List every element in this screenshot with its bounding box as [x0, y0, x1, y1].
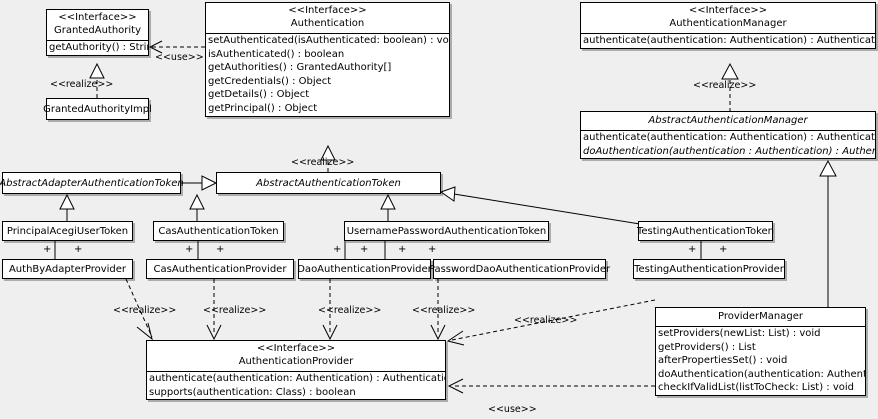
- class-testing-authentication-token[interactable]: TestingAuthenticationToken: [636, 221, 775, 241]
- operation: authenticate(authentication: Authenticat…: [583, 35, 875, 46]
- operation: setAuthenticated(isAuthenticated: boolea…: [208, 35, 449, 46]
- multiplicity-plus: +: [398, 244, 407, 255]
- class-name: DaoAuthenticationProvider: [297, 263, 432, 275]
- class-name: PasswordDaoAuthenticationProvider: [428, 263, 611, 275]
- class-name: TestingAuthenticationToken: [636, 225, 775, 237]
- class-name: ProviderManager: [717, 311, 803, 322]
- label-realize-granted-authority-impl: <<realize>>: [50, 79, 114, 90]
- class-header: <<Interface>> GrantedAuthority: [47, 10, 148, 40]
- class-abstract-authentication-manager[interactable]: AbstractAuthenticationManager authentica…: [580, 111, 876, 160]
- operations-compartment: getAuthority() : String: [47, 40, 148, 55]
- label-use-provider-manager: <<use>>: [488, 404, 537, 415]
- multiplicity-plus: +: [360, 244, 369, 255]
- label-realize-abstract-authentication-token: <<realize>>: [291, 157, 355, 168]
- class-header: <<Interface>> Authentication: [206, 3, 449, 33]
- class-name: CasAuthenticationToken: [158, 225, 279, 237]
- class-cas-authentication-provider[interactable]: CasAuthenticationProvider: [146, 259, 294, 279]
- class-dao-authentication-provider[interactable]: DaoAuthenticationProvider: [297, 259, 432, 279]
- multiplicity-plus: +: [74, 244, 83, 255]
- label-realize-cas-provider: <<realize>>: [203, 305, 267, 316]
- operation: checkIfValidList(listToCheck: List) : vo…: [658, 382, 855, 394]
- class-header: AbstractAuthenticationManager: [581, 112, 875, 130]
- label-use-granted-authority: <<use>>: [155, 52, 204, 63]
- class-name: AuthenticationProvider: [238, 356, 354, 367]
- stereotype-label: <<Interface>>: [58, 12, 137, 23]
- class-principal-acegi-user-token[interactable]: PrincipalAcegiUserToken: [2, 221, 133, 241]
- multiplicity-plus: +: [719, 244, 728, 255]
- operations-compartment: authenticate(authentication: Authenticat…: [581, 33, 875, 48]
- class-provider-manager[interactable]: ProviderManager setProviders(newList: Li…: [655, 307, 866, 396]
- class-name: AuthenticationManager: [669, 18, 787, 29]
- operation: doAuthentication(authentication: Authent…: [658, 368, 865, 380]
- class-name: AbstractAdapterAuthenticationToken: [0, 177, 184, 189]
- class-name: TestingAuthenticationProvider: [634, 263, 784, 275]
- class-password-dao-authentication-provider[interactable]: PasswordDaoAuthenticationProvider: [429, 259, 610, 279]
- multiplicity-plus: +: [43, 244, 52, 255]
- class-granted-authority-impl[interactable]: GrantedAuthorityImpl: [43, 98, 152, 120]
- operation: getAuthorities() : GrantedAuthority[]: [208, 62, 392, 74]
- class-name: Authentication: [290, 18, 365, 29]
- operation: afterPropertiesSet() : void: [658, 355, 788, 367]
- class-name: GrantedAuthority: [53, 25, 142, 36]
- class-name: UsernamePasswordAuthenticationToken: [346, 225, 547, 237]
- stereotype-label: <<Interface>>: [256, 343, 336, 354]
- operation: authenticate(authentication: Authenticat…: [583, 132, 875, 143]
- class-header: <<Interface>> AuthenticationManager: [581, 3, 875, 33]
- operation: doAuthentication(authentication : Authen…: [583, 145, 875, 157]
- label-realize-password-dao-provider: <<realize>>: [412, 305, 476, 316]
- multiplicity-plus: +: [688, 244, 697, 255]
- class-testing-authentication-provider[interactable]: TestingAuthenticationProvider: [633, 259, 785, 279]
- operation: setProviders(newList: List) : void: [658, 328, 821, 339]
- operation: supports(authentication: Class) : boolea…: [149, 386, 356, 398]
- class-authentication[interactable]: <<Interface>> Authentication setAuthenti…: [205, 2, 450, 117]
- class-username-password-authentication-token[interactable]: UsernamePasswordAuthenticationToken: [344, 221, 549, 241]
- class-header: <<Interface>> AuthenticationProvider: [147, 341, 445, 371]
- operation: getProviders() : List: [658, 341, 756, 353]
- operations-compartment: authenticate(authentication: Authenticat…: [581, 130, 875, 158]
- label-realize-auth-by-adapter: <<realize>>: [113, 305, 177, 316]
- class-header: ProviderManager: [656, 308, 865, 326]
- class-name: PrincipalAcegiUserToken: [6, 225, 129, 237]
- multiplicity-plus: +: [333, 244, 342, 255]
- operations-compartment: setProviders(newList: List) : void getPr…: [656, 326, 865, 395]
- operation: getDetails() : Object: [208, 89, 310, 101]
- label-realize-dao-provider: <<realize>>: [318, 305, 382, 316]
- class-cas-authentication-token[interactable]: CasAuthenticationToken: [153, 221, 284, 241]
- class-authentication-provider[interactable]: <<Interface>> AuthenticationProvider aut…: [146, 340, 446, 401]
- operations-compartment: setAuthenticated(isAuthenticated: boolea…: [206, 33, 449, 116]
- operations-compartment: authenticate(authentication: Authenticat…: [147, 371, 445, 399]
- operation: authenticate(authentication: Authenticat…: [149, 373, 445, 384]
- multiplicity-plus: +: [428, 244, 437, 255]
- multiplicity-plus: +: [185, 244, 194, 255]
- class-name: CasAuthenticationProvider: [153, 263, 287, 275]
- stereotype-label: <<Interface>>: [688, 5, 768, 16]
- class-name: AbstractAuthenticationManager: [648, 115, 808, 126]
- class-abstract-adapter-authentication-token[interactable]: AbstractAdapterAuthenticationToken: [0, 172, 184, 194]
- operation: getCredentials() : Object: [208, 75, 332, 87]
- label-realize-provider-manager: <<realize>>: [514, 315, 578, 326]
- class-auth-by-adapter-provider[interactable]: AuthByAdapterProvider: [2, 259, 133, 279]
- class-authentication-manager[interactable]: <<Interface>> AuthenticationManager auth…: [580, 2, 876, 49]
- stereotype-label: <<Interface>>: [288, 5, 367, 16]
- class-granted-authority[interactable]: <<Interface>> GrantedAuthority getAuthor…: [46, 9, 149, 56]
- class-abstract-authentication-token[interactable]: AbstractAuthenticationToken: [216, 172, 441, 194]
- operation: isAuthenticated() : boolean: [208, 48, 345, 60]
- class-name: AbstractAuthenticationToken: [256, 177, 401, 189]
- class-name: AuthByAdapterProvider: [8, 263, 127, 275]
- class-name: GrantedAuthorityImpl: [43, 103, 152, 115]
- label-realize-abstract-authentication-manager: <<realize>>: [693, 80, 757, 91]
- operation: getAuthority() : String: [49, 42, 148, 53]
- operation: getPrincipal() : Object: [208, 102, 318, 114]
- multiplicity-plus: +: [216, 244, 225, 255]
